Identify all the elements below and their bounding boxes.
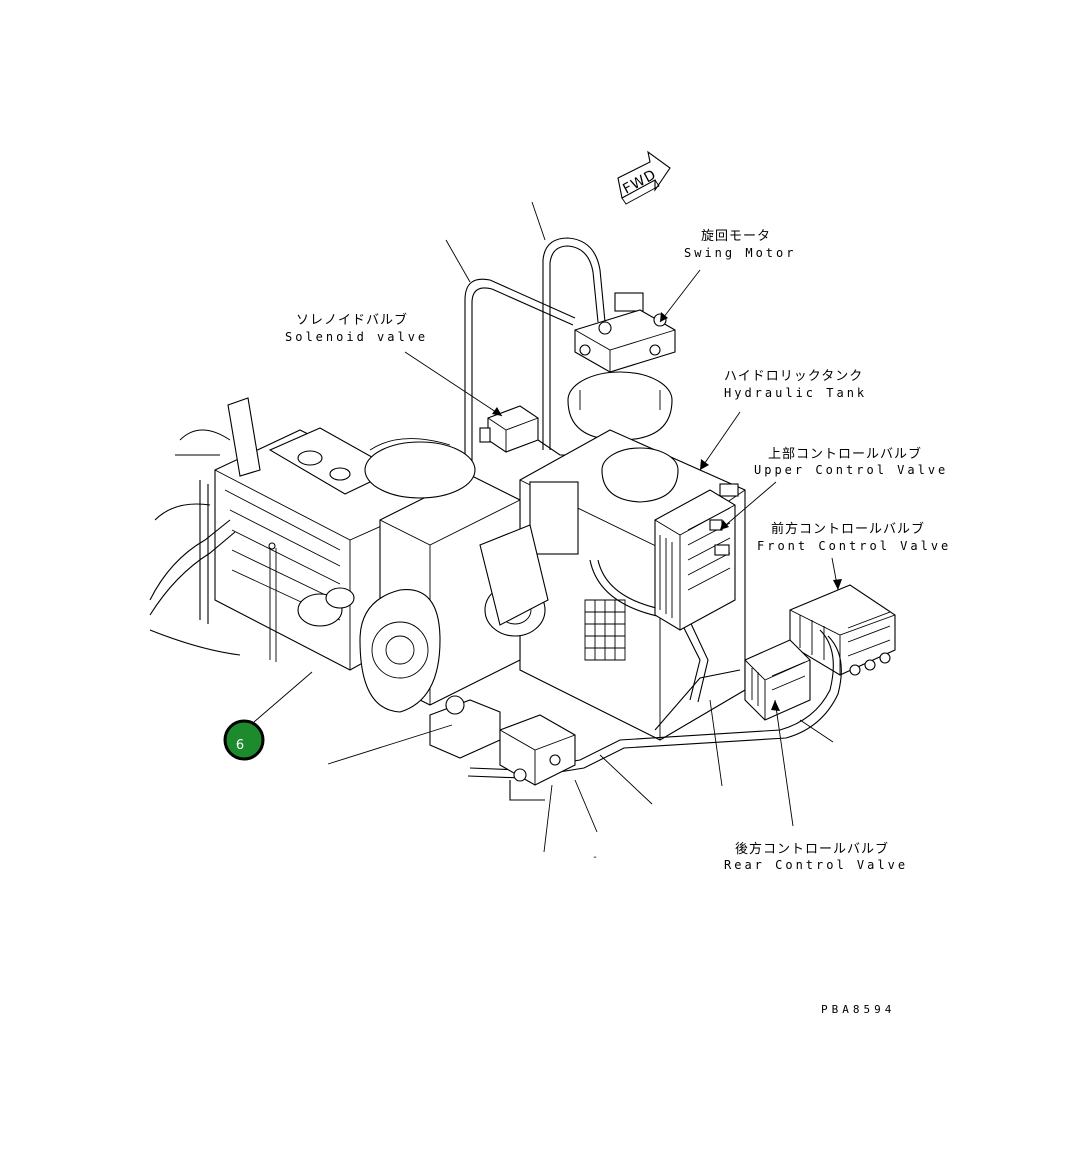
solenoid-valve-label-jp: ソレノイドバルブ xyxy=(296,312,408,328)
machine-drawing xyxy=(149,201,896,853)
callout-circle[interactable] xyxy=(223,719,265,761)
front-control-valve-part xyxy=(789,584,896,676)
callout-number: 6 xyxy=(236,738,244,753)
swing-motor-label-jp: 旋回モータ xyxy=(701,229,771,244)
upper-control-valve-part xyxy=(654,489,736,631)
solenoid-valve-label-en: Solenoid valve xyxy=(285,330,428,344)
front-control-valve-label-jp: 前方コントロールバルブ xyxy=(771,521,925,537)
drawing-number: PBA8594 xyxy=(821,1003,895,1016)
hydraulic-tank-label-en: Hydraulic Tank xyxy=(724,386,867,400)
upper-control-valve-label-en: Upper Control Valve xyxy=(754,463,948,477)
forward-arrow-icon: FWD xyxy=(617,150,671,205)
front-control-valve-label-en: Front Control Valve xyxy=(757,539,951,553)
hydraulic-tank-label-jp: ハイドロリックタンク xyxy=(724,369,863,384)
pump-housing-part xyxy=(359,438,549,713)
minor-mark: - xyxy=(592,852,601,863)
rear-control-valve-label-jp: 後方コントロールバルブ xyxy=(735,841,889,857)
solenoid-valve-part xyxy=(479,405,600,456)
rear-control-valve-label-en: Rear Control Valve xyxy=(724,858,908,872)
callout-badge[interactable]: 6 xyxy=(223,719,265,761)
lower-valve-cluster-part xyxy=(429,695,576,801)
upper-control-valve-label-jp: 上部コントロールバルブ xyxy=(768,446,922,462)
swing-motor-part xyxy=(567,292,676,441)
swing-motor-label-en: Swing Motor xyxy=(684,246,796,260)
rear-control-valve-part xyxy=(744,639,811,721)
